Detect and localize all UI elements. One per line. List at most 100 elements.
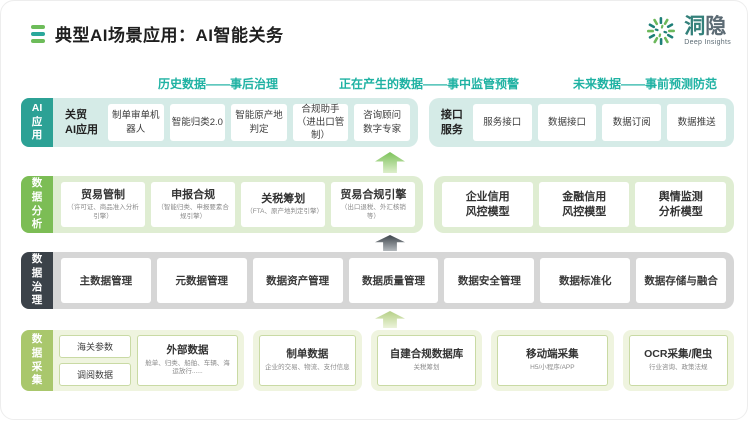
panel-analysis-engines: 贸易管制 （许可证、商品准入分析引擎） 申报合规 （智能归类、申报要素合规引擎）… [53,176,424,233]
card-title: 移动端采集 [526,348,579,361]
card-label: 数据资产管理 [266,275,330,287]
card-data-storage: 数据存储与融合 [636,258,727,303]
card-label: 数据存储与融合 [644,275,718,287]
card-title: 贸易合规引擎 [340,188,407,201]
title-bullet-icon [31,24,45,43]
segment-doc-data: 制单数据 企业的交易、物流、支付信息 [253,330,362,391]
segment-mobile: 移动端采集 H5/小程序/APP [491,330,614,391]
card-master-data: 主数据管理 [61,258,151,303]
card-label: 数据接口 [548,116,587,128]
card-enterprise-credit-model: 企业信用 风控模型 [442,182,533,227]
card-label: 咨询顾问 数字专家 [363,110,402,135]
card-trade-control: 贸易管制 （许可证、商品准入分析引擎） [61,182,146,227]
card-subtitle: （许可证、商品准入分析引擎） [67,203,139,220]
card-label: 数据质量管理 [362,275,425,287]
card-self-compliance-db: 自建合规数据库 关税筹划 [376,335,477,386]
row-data-analysis: 数 据 分 析 贸易管制 （许可证、商品准入分析引擎） 申报合规 （智能归类、申… [21,176,734,233]
segment-self-db: 自建合规数据库 关税筹划 [370,330,483,391]
card-label: 服务接口 [483,116,522,128]
card-ocr-crawler: OCR采集/爬虫 行业咨询、政策法规 [628,335,728,386]
card-retrieved-data: 调阅数据 [59,363,131,386]
logo-char-right: 隐 [705,15,727,38]
card-sentiment-model: 舆情监测 分析模型 [635,182,726,227]
card-doc-data: 制单数据 企业的交易、物流、支付信息 [259,335,356,386]
page-title: 典型AI场景应用：AI智能关务 [55,26,284,45]
card-title: 关税筹划 [261,192,306,205]
card-declare-compliance: 申报合规 （智能归类、申报要素合规引擎） [151,182,236,227]
card-label: 数据标准化 [558,275,612,287]
phase-header-future: 未来数据——事前预测防范 [572,77,717,91]
card-meta-data: 元数据管理 [156,258,247,303]
group-label-api-service: 接口 服务 [440,108,463,136]
card-customs-params: 海关参数 [59,335,131,358]
phase-header-history: 历史数据——事后治理 [157,77,278,91]
card-label: 数据安全管理 [457,275,521,287]
card-data-standard: 数据标准化 [540,258,631,303]
card-finance-credit-model: 金融信用 风控模型 [538,182,630,227]
card-subtitle: 企业的交易、物流、支付信息 [265,363,350,371]
card-data-asset: 数据资产管理 [252,258,343,303]
card-digital-expert: 咨询顾问 数字专家 [354,104,410,141]
row-ai-application: AI 应 用 关贸 AI应用 制单审单机器人 智能归类2.0 智能原产地 判定 … [21,98,734,147]
card-smart-classify: 智能归类2.0 [169,104,226,141]
arrow-up-icon [375,311,405,328]
row-tab-data-governance: 数 据 治 理 [21,252,53,309]
card-subtitle: （FTA、原产地判定引擎） [246,208,324,216]
card-subtitle: H5/小程序/APP [530,363,575,371]
card-tariff-planning: 关税筹划 （FTA、原产地判定引擎） [241,182,326,227]
panel-api-service: 接口 服务 服务接口 数据接口 数据订阅 数据推送 [428,98,734,147]
card-label: 制单审单机器人 [112,110,160,135]
arrow-up-icon [375,235,405,251]
brand-logo: 洞隐 Deep Insights [643,13,731,49]
card-title: 制单数据 [286,348,329,361]
panel-trade-ai: 关贸 AI应用 制单审单机器人 智能归类2.0 智能原产地 判定 合规助手 （进… [53,98,418,147]
card-mobile-collect: 移动端采集 H5/小程序/APP [497,335,608,386]
card-external-data: 外部数据 舱单、归类、船舶、车辆、海运放行...... [137,335,239,386]
card-data-api: 数据接口 [537,104,597,141]
row-tab-data-collection: 数 据 采 集 [21,330,53,391]
card-title: 自建合规数据库 [389,348,464,361]
row-data-collection: 数 据 采 集 海关参数 调阅数据 外部数据 舱单、归类、船舶、车辆、海运放行.… [21,330,734,391]
group-label-trade-ai: 关贸 AI应用 [65,108,98,136]
card-compliance-assistant: 合规助手 （进出口管制） [292,103,349,142]
row-tab-data-analysis: 数 据 分 析 [21,176,53,233]
card-label: 数据推送 [677,116,716,128]
row-tab-ai-application: AI 应 用 [21,98,53,147]
card-title: 贸易管制 [81,188,126,201]
card-subtitle: 关税筹划 [413,363,440,371]
segment-ocr: OCR采集/爬虫 行业咨询、政策法规 [622,330,734,391]
card-data-push: 数据推送 [667,104,726,141]
card-title: 申报合规 [171,188,216,201]
card-trade-compliance-engine: 贸易合规引擎 （出口退税、外汇核销等） [331,182,416,227]
panel-risk-models: 企业信用 风控模型 金融信用 风控模型 舆情监测 分析模型 [434,176,734,233]
card-subtitle: 舱单、归类、船舶、车辆、海运放行...... [145,359,230,376]
card-label: 智能原产地 判定 [235,110,283,135]
card-title: 企业信用 风控模型 [465,191,510,218]
card-subtitle: 行业咨询、政策法规 [649,363,708,371]
title-bar: 典型AI场景应用：AI智能关务 [31,21,284,46]
card-label: 元数据管理 [175,275,229,287]
arrow-up-icon [375,152,405,173]
card-label: 数据订阅 [612,116,651,128]
card-subtitle: （出口退税、外汇核销等） [340,203,406,220]
card-data-quality: 数据质量管理 [348,258,439,303]
card-title: 金融信用 风控模型 [562,191,607,218]
logo-cn-name: 洞隐 [684,16,731,37]
card-label: 合规助手 （进出口管制） [296,103,345,142]
phase-header-realtime: 正在产生的数据——事中监管预警 [338,77,519,91]
card-service-api: 服务接口 [472,104,532,141]
logo-text: 洞隐 Deep Insights [684,16,731,46]
logo-char-left: 洞 [684,15,706,38]
card-title: OCR采集/爬虫 [644,348,713,361]
logo-subtitle: Deep Insights [684,39,731,46]
segment-customs-external: 海关参数 调阅数据 外部数据 舱单、归类、船舶、车辆、海运放行...... [53,330,245,391]
logo-swirl-icon [647,17,676,45]
card-title: 外部数据 [166,343,209,356]
card-data-security: 数据安全管理 [444,258,535,303]
card-doc-robot: 制单审单机器人 [108,104,164,141]
panel-governance: 主数据管理 元数据管理 数据资产管理 数据质量管理 数据安全管理 数据标准化 数… [53,252,734,309]
customs-params-stack: 海关参数 调阅数据 [59,335,131,386]
card-label: 智能归类2.0 [171,116,223,128]
card-origin-judge: 智能原产地 判定 [231,104,287,141]
